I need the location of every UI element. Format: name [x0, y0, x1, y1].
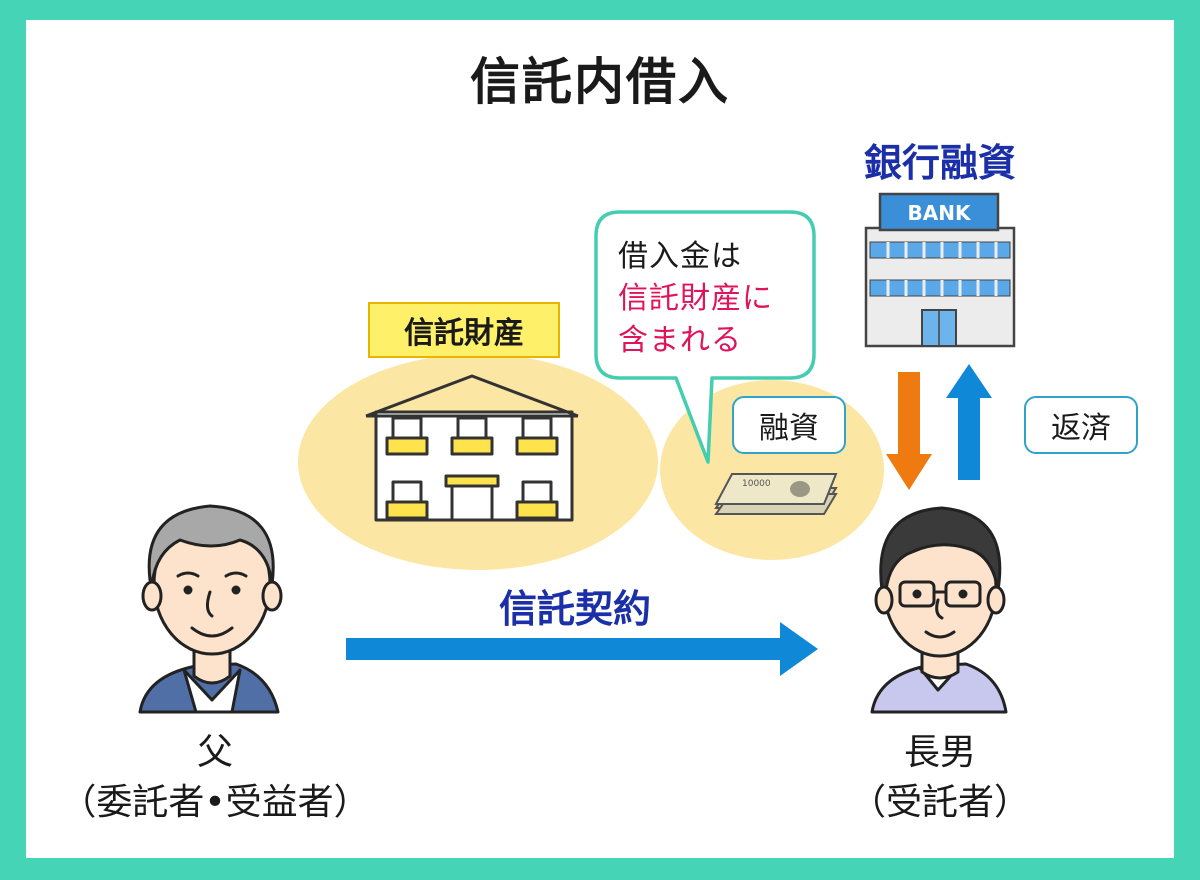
bubble-line-2: 信託財産に	[618, 281, 773, 316]
father-role: （委託者•受益者）	[60, 782, 370, 823]
bank-building-icon: BANK	[864, 192, 1016, 348]
son-name: 長男	[903, 732, 976, 773]
father-caption: 父 （委託者•受益者）	[20, 728, 410, 828]
speech-bubble	[594, 210, 816, 464]
bubble-line-1: 借入金は	[618, 239, 742, 274]
loan-pill: 融資	[732, 396, 846, 454]
page-title: 信託内借入	[470, 53, 730, 111]
apartment-icon	[365, 374, 579, 522]
bubble-line-3: 含まれる	[618, 323, 742, 358]
son-role: （受託者）	[849, 782, 1030, 823]
bank-loan-heading: 銀行融資	[863, 141, 1016, 185]
loan-arrow-down	[886, 372, 932, 490]
banknote-stack-icon: 10000	[714, 473, 838, 515]
bubble-text: 借入金は 信託財産に 含まれる	[618, 236, 808, 362]
son-caption: 長男 （受託者）	[790, 728, 1090, 828]
son-illustration	[870, 506, 1008, 714]
trust-property-tag: 信託財産	[368, 302, 560, 358]
banknote-value: 10000	[742, 479, 771, 489]
repay-pill: 返済	[1024, 396, 1138, 454]
bank-sign: BANK	[908, 201, 972, 225]
trust-contract-label: 信託契約	[498, 587, 651, 631]
father-illustration	[138, 504, 283, 714]
repay-arrow-up	[946, 364, 992, 480]
father-name: 父	[196, 732, 233, 773]
trust-contract-arrow	[346, 622, 818, 676]
